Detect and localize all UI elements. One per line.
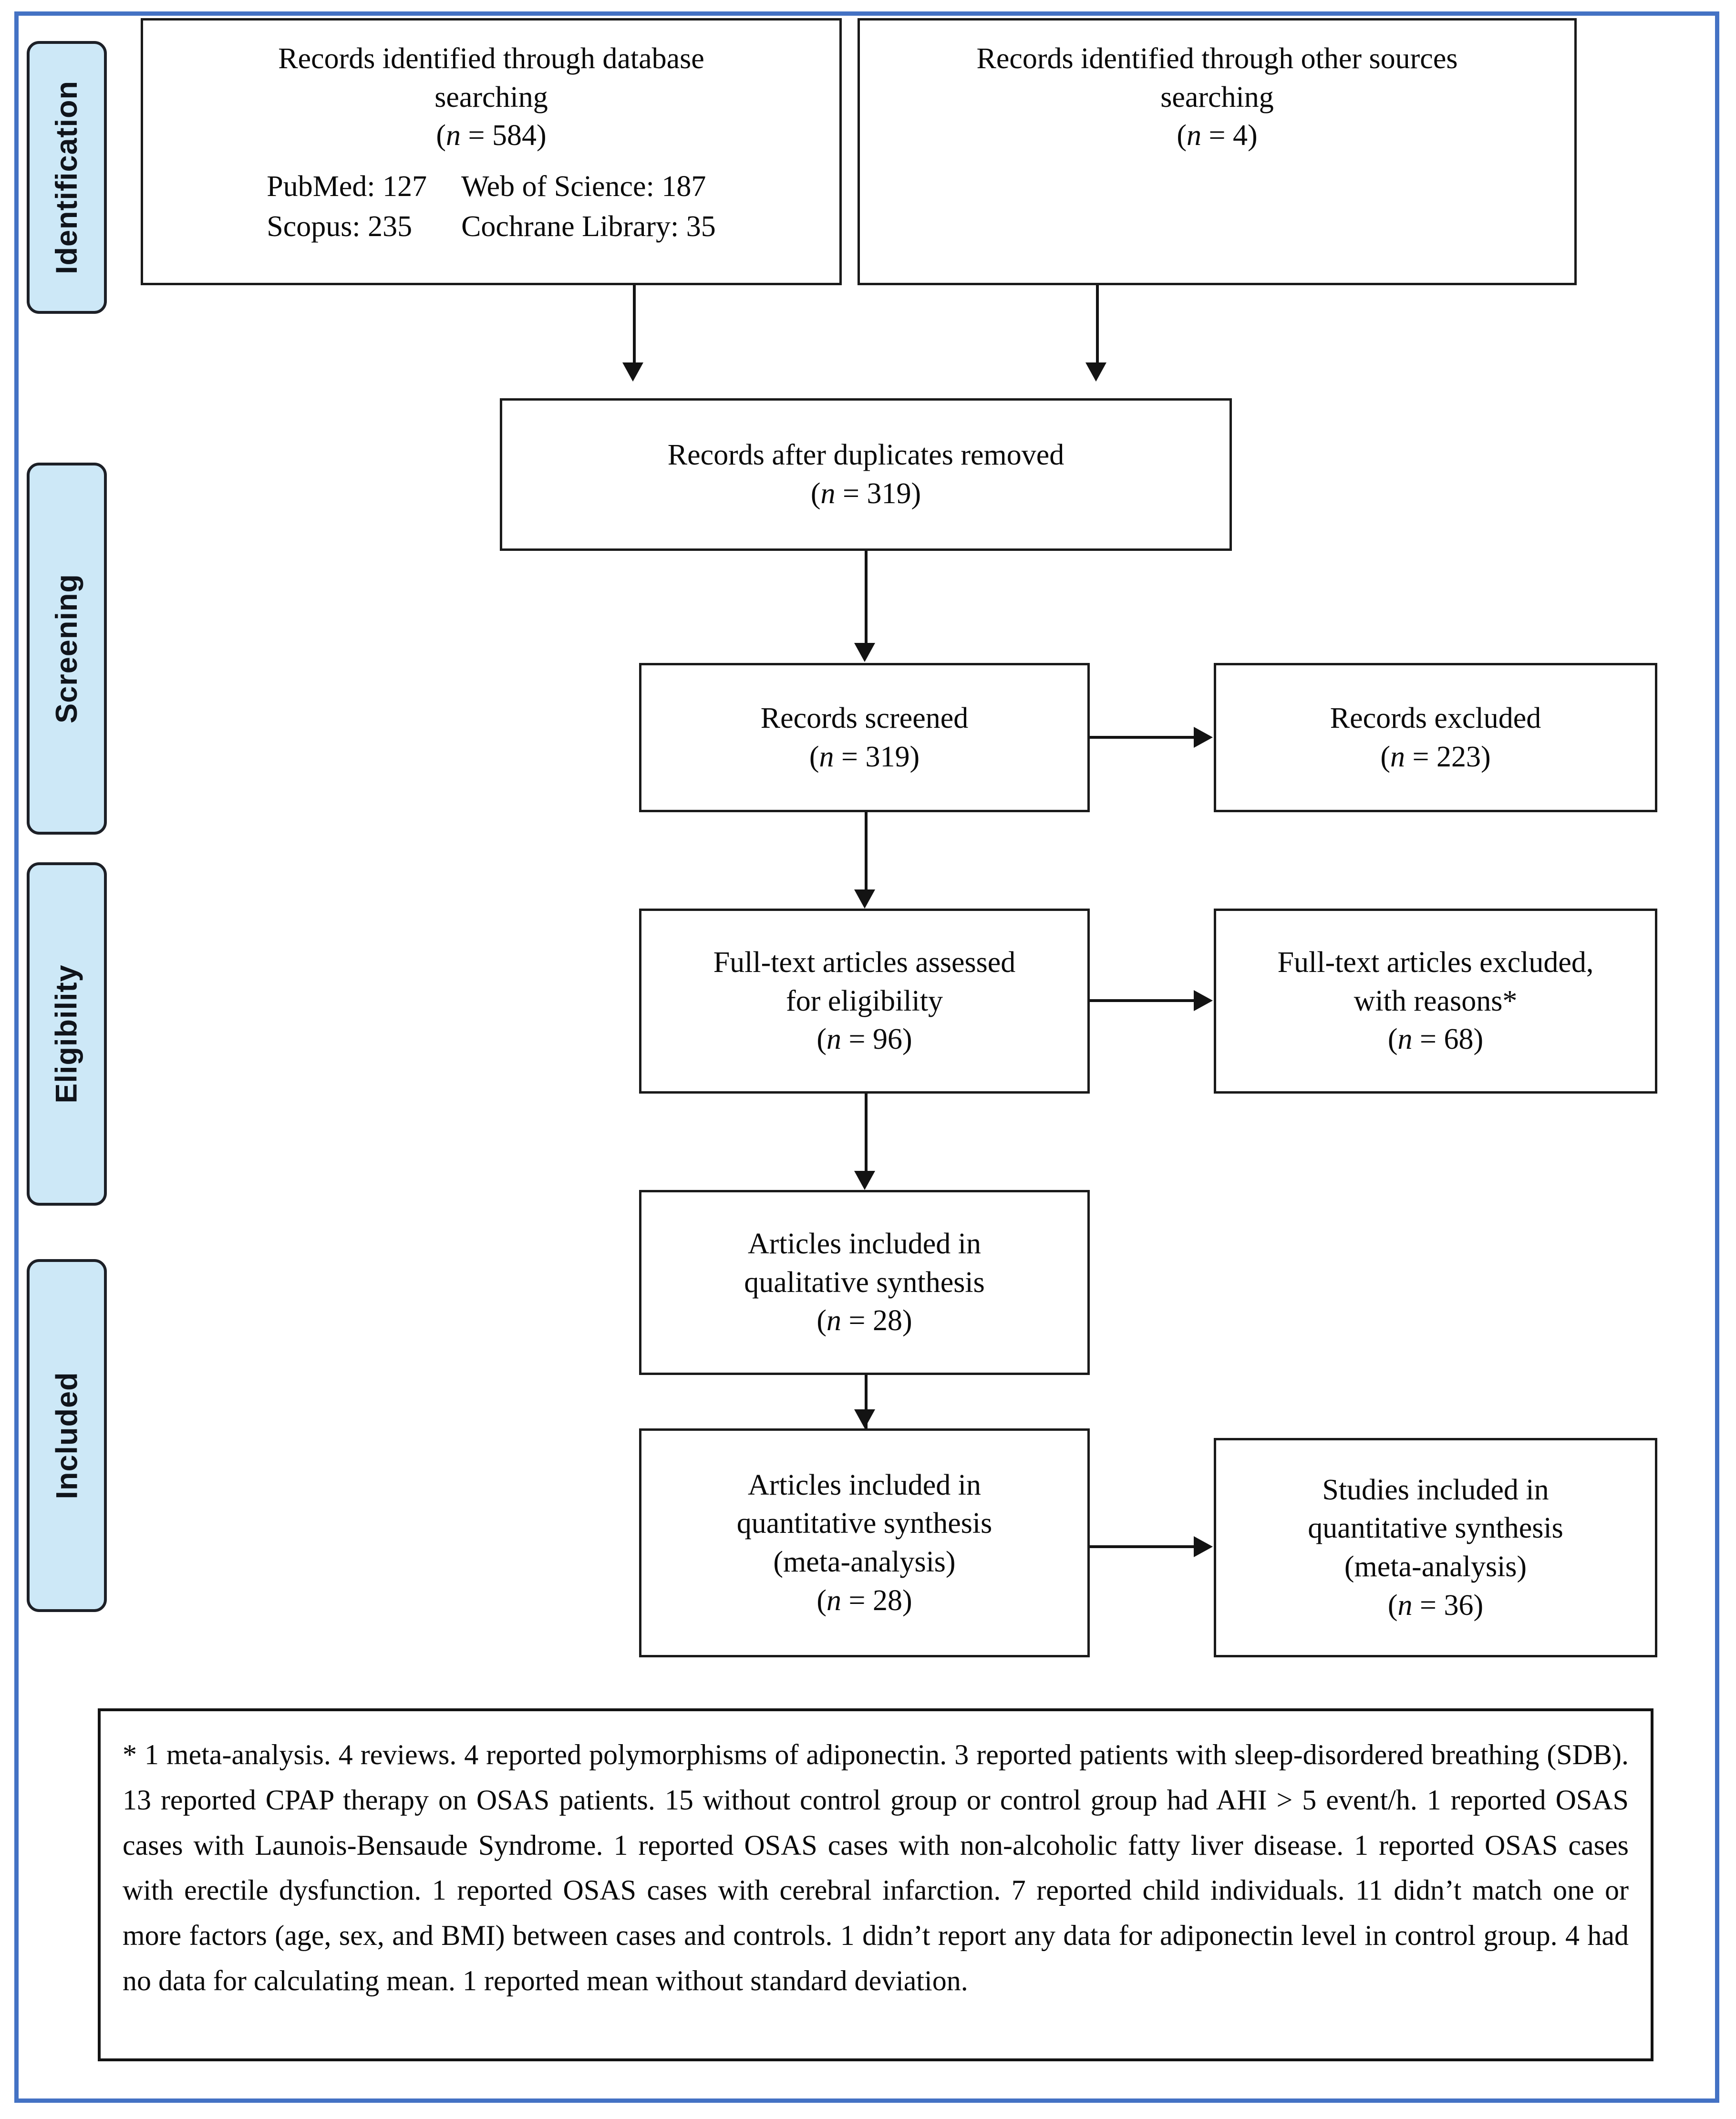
- connector-duplicates-vertical: [865, 551, 868, 646]
- arrow-fulltext-to-qualitative: [854, 1171, 875, 1190]
- duplicates-title-line1: Records after duplicates removed: [667, 439, 1064, 472]
- stage-label-screening: Screening: [27, 463, 107, 835]
- connector-qualitative-vertical: [865, 1375, 868, 1442]
- arrow-other-sources-to-duplicates: [1085, 362, 1106, 382]
- stage-label-included: Included: [27, 1259, 107, 1612]
- connector-fulltext-to-excluded: [1090, 999, 1195, 1002]
- quantitative-studies-title-line1: Studies included in: [1322, 1473, 1549, 1506]
- box-quantitative-synthesis-studies[interactable]: Studies included in quantitative synthes…: [1214, 1438, 1657, 1657]
- box-records-after-duplicates-removed[interactable]: Records after duplicates removed (n = 31…: [500, 398, 1232, 551]
- db-source-web-of-science: Web of Science: 187: [461, 170, 706, 203]
- quantitative-studies-title-line2: quantitative synthesis: [1308, 1512, 1563, 1545]
- box-records-excluded[interactable]: Records excluded (n = 223): [1214, 663, 1657, 812]
- fulltext-assessed-title-line2: for eligibility: [786, 984, 943, 1017]
- arrow-screened-to-excluded: [1194, 727, 1213, 748]
- stage-label-eligibility-text: Eligibility: [50, 964, 83, 1104]
- fulltext-excluded-title-line2: with reasons*: [1354, 984, 1518, 1017]
- db-search-title-line1: Records identified through database: [278, 42, 704, 75]
- records-excluded-title: Records excluded: [1330, 702, 1541, 734]
- records-screened-title: Records screened: [760, 702, 969, 734]
- stage-label-identification-text: Identification: [50, 81, 83, 274]
- db-search-source-grid: PubMed: 127 Web of Science: 187 Scopus: …: [267, 167, 716, 246]
- box-records-identified-database[interactable]: Records identified through database sear…: [141, 18, 842, 285]
- connector-screened-vertical: [865, 812, 868, 893]
- box-fulltext-excluded[interactable]: Full-text articles excluded, with reason…: [1214, 909, 1657, 1094]
- qualitative-count: (n = 28): [816, 1304, 912, 1337]
- footnote-exclusion-reasons: * 1 meta-analysis. 4 reviews. 4 reported…: [98, 1708, 1653, 2061]
- db-search-title-line2: searching: [434, 81, 548, 114]
- other-sources-title-line1: Records identified through other sources: [976, 42, 1458, 75]
- quantitative-articles-title-line1: Articles included in: [748, 1468, 981, 1501]
- fulltext-assessed-count: (n = 96): [816, 1023, 912, 1056]
- connector-fulltext-vertical: [865, 1094, 868, 1175]
- connector-other-sources-vertical: [1096, 285, 1099, 366]
- arrow-quantitative-articles-to-studies: [1194, 1536, 1213, 1557]
- arrow-screened-to-fulltext: [854, 889, 875, 909]
- connector-screened-to-excluded: [1090, 736, 1195, 739]
- fulltext-excluded-count: (n = 68): [1387, 1023, 1484, 1056]
- arrow-db-search-to-duplicates: [622, 362, 643, 382]
- quantitative-studies-count: (n = 36): [1387, 1589, 1484, 1622]
- arrow-qualitative-to-quantitative: [854, 1409, 875, 1428]
- records-excluded-count: (n = 223): [1380, 740, 1491, 773]
- arrow-duplicates-to-screened: [854, 643, 875, 662]
- other-sources-count: (n = 4): [1177, 119, 1258, 152]
- db-source-pubmed: PubMed: 127: [267, 170, 427, 203]
- arrow-fulltext-to-excluded: [1194, 990, 1213, 1011]
- connector-quantitative-articles-to-studies: [1090, 1545, 1195, 1548]
- stage-label-identification: Identification: [27, 41, 107, 314]
- box-fulltext-assessed[interactable]: Full-text articles assessed for eligibil…: [639, 909, 1090, 1094]
- quantitative-articles-title-line3: (meta-analysis): [773, 1546, 956, 1578]
- other-sources-title-line2: searching: [1160, 81, 1274, 114]
- qualitative-title-line1: Articles included in: [748, 1228, 981, 1261]
- db-search-count: (n = 584): [436, 119, 547, 152]
- quantitative-studies-title-line3: (meta-analysis): [1344, 1550, 1527, 1583]
- quantitative-articles-title-line2: quantitative synthesis: [736, 1507, 992, 1540]
- stage-label-eligibility: Eligibility: [27, 862, 107, 1206]
- box-quantitative-synthesis-articles[interactable]: Articles included in quantitative synthe…: [639, 1428, 1090, 1657]
- qualitative-title-line2: qualitative synthesis: [744, 1266, 985, 1299]
- duplicates-count: (n = 319): [810, 477, 921, 510]
- stage-label-included-text: Included: [50, 1372, 84, 1499]
- box-qualitative-synthesis[interactable]: Articles included in qualitative synthes…: [639, 1190, 1090, 1375]
- quantitative-articles-count: (n = 28): [816, 1584, 912, 1617]
- records-screened-count: (n = 319): [809, 740, 920, 773]
- fulltext-excluded-title-line1: Full-text articles excluded,: [1277, 946, 1594, 979]
- fulltext-assessed-title-line1: Full-text articles assessed: [713, 946, 1016, 979]
- db-source-cochrane-library: Cochrane Library: 35: [461, 210, 716, 243]
- connector-db-search-vertical: [633, 285, 636, 366]
- stage-label-screening-text: Screening: [50, 574, 84, 724]
- box-records-identified-other-sources[interactable]: Records identified through other sources…: [858, 18, 1577, 285]
- db-source-scopus: Scopus: 235: [267, 210, 413, 243]
- box-records-screened[interactable]: Records screened (n = 319): [639, 663, 1090, 812]
